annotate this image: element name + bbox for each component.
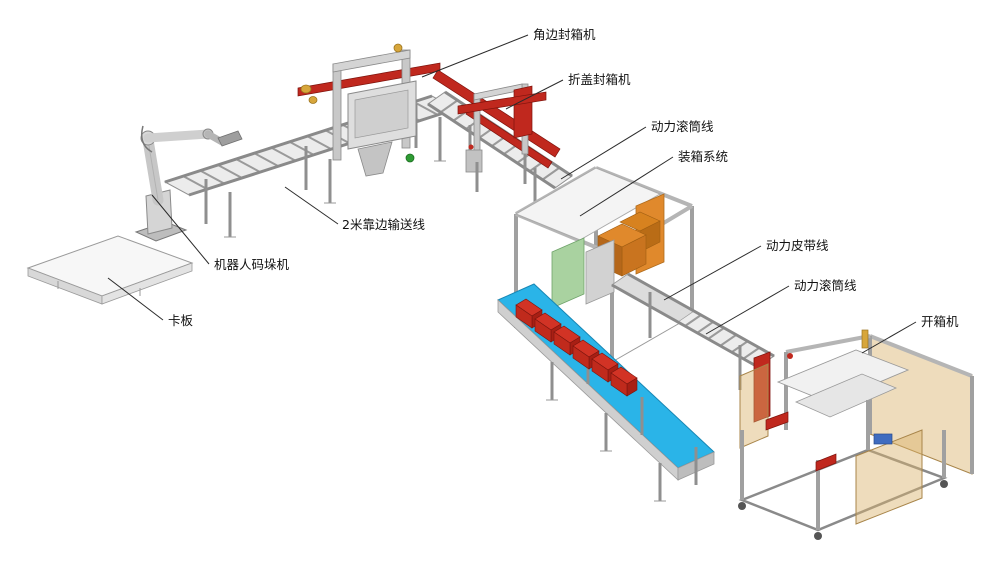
inner-unit — [585, 239, 615, 305]
caster-wheel — [814, 532, 822, 540]
label-flap-sealer: 折盖封箱机 — [568, 72, 631, 87]
label-case-erector: 开箱机 — [921, 314, 959, 329]
callout-flap-sealer: 折盖封箱机 — [505, 72, 631, 110]
red-indicator — [787, 353, 793, 359]
red-indicator — [468, 144, 474, 150]
callouts: 角边封箱机 折盖封箱机 动力滚筒线 装箱系统 动力皮带线 动力滚筒线 开箱机 — [107, 27, 959, 354]
yellow-handle — [861, 329, 869, 349]
label-pallet: 卡板 — [168, 313, 194, 328]
amber-panel-left — [739, 363, 769, 449]
pallet — [26, 235, 194, 305]
caster-wheel — [738, 502, 746, 510]
label-roller-line-top: 动力滚筒线 — [651, 119, 714, 134]
label-conveyor-2m: 2米靠边输送线 — [342, 217, 425, 232]
robot-palletizer-machine — [134, 125, 243, 242]
belt-conveyor — [497, 283, 715, 502]
green-panel — [551, 237, 585, 309]
yellow-roller-end — [308, 96, 318, 104]
case-erector-machine — [738, 329, 974, 540]
yellow-roller-end — [300, 84, 312, 94]
packing-system-frame — [514, 166, 694, 368]
label-belt-line: 动力皮带线 — [766, 238, 829, 253]
flap-sealer-machine — [457, 83, 547, 192]
callout-pallet: 卡板 — [107, 277, 194, 328]
belt-section — [611, 273, 695, 323]
label-robot-palletizer: 机器人码垛机 — [214, 257, 290, 272]
callout-robot-palletizer: 机器人码垛机 — [151, 194, 290, 272]
green-indicator — [405, 153, 415, 163]
control-box — [465, 149, 483, 173]
yellow-cap — [393, 43, 403, 53]
callout-packing-system: 装箱系统 — [579, 149, 728, 217]
canopy-panel — [514, 167, 662, 241]
callout-case-erector: 开箱机 — [861, 314, 959, 354]
blue-unit — [873, 433, 893, 445]
callout-roller-line-top: 动力滚筒线 — [560, 119, 714, 180]
caster-wheel — [940, 480, 948, 488]
callout-belt-line: 动力皮带线 — [663, 238, 829, 301]
callout-roller-line-right: 动力滚筒线 — [705, 278, 857, 335]
amber-panel-front — [855, 429, 923, 525]
callout-conveyor-2m: 2米靠边输送线 — [284, 186, 425, 232]
label-corner-sealer: 角边封箱机 — [533, 27, 596, 42]
label-roller-line-right: 动力滚筒线 — [794, 278, 857, 293]
callout-corner-sealer: 角边封箱机 — [421, 27, 596, 78]
corner-sealer-machine — [297, 43, 441, 177]
table-panel-lower — [794, 373, 898, 418]
red-column — [753, 351, 771, 423]
sealer-outfeed-roller-line — [427, 69, 573, 210]
label-packing-system: 装箱系统 — [678, 149, 728, 164]
